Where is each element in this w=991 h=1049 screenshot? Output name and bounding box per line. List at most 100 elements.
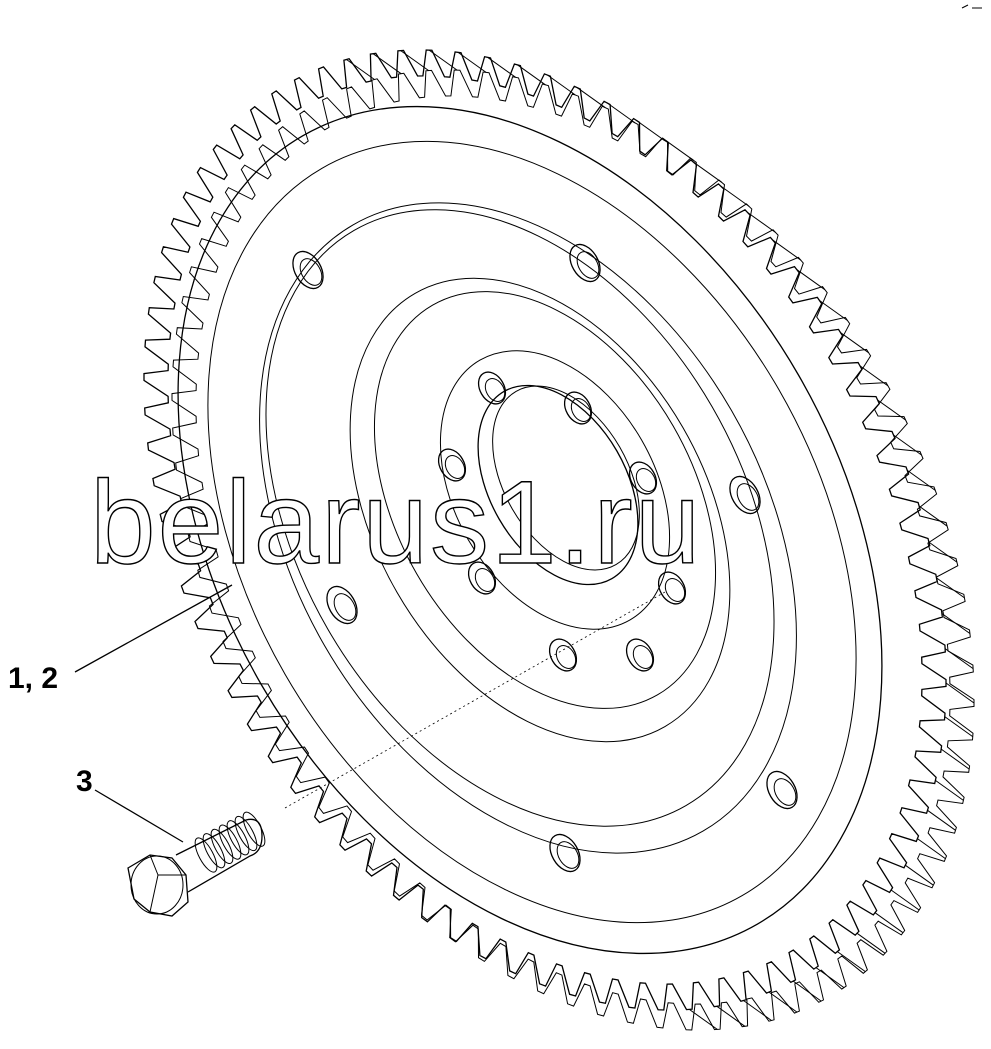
gear-threaded-hole-inner	[773, 778, 797, 806]
gear-tooth-face-edge	[747, 212, 776, 233]
gear-tooth-face-edge	[874, 912, 904, 934]
callout-label-1-2: 1, 2	[8, 662, 58, 695]
gear-tooth-face-edge	[837, 951, 866, 973]
gear-tooth-face-edge	[944, 716, 973, 738]
bolt-thread-ring	[242, 811, 266, 847]
gear-tooth-face-edge	[636, 120, 665, 141]
gear-hub-hole	[563, 391, 593, 425]
gear-tooth-face-edge	[665, 139, 694, 161]
gear-tooth-face-edge	[689, 1008, 718, 1030]
gear-tooth-face-edge	[856, 932, 886, 954]
gear-tooth-face-edge	[346, 59, 375, 80]
gear-wheel	[143, 49, 975, 1031]
gear-tooth-face-edge	[487, 56, 516, 78]
gear-hub-hole-inner	[664, 578, 686, 602]
bolt-thread-ring	[226, 820, 250, 856]
gear-tooth-face-edge	[772, 239, 802, 261]
gear-tooth-face-edge	[720, 185, 750, 207]
gear-tooth-face-edge	[893, 434, 922, 456]
gear-tooth-face-edge	[907, 469, 936, 491]
gear-hub-hole	[437, 448, 467, 482]
gear-tooth-face-edge	[877, 399, 906, 421]
gear-face-outer-ring	[177, 105, 883, 955]
bolt-hex-chamfer	[130, 855, 184, 915]
gear-threaded-hole-inner	[333, 593, 357, 621]
gear-tooth-face-edge	[936, 577, 965, 599]
gear-hub-hole-inner	[444, 455, 466, 479]
bolt-hex-head	[127, 854, 189, 917]
gear-tooth-face-edge	[941, 613, 971, 634]
callout-3: 3	[76, 765, 184, 843]
gear-tooth-face-edge	[577, 87, 606, 109]
bolt-hex-face-edge	[149, 854, 186, 913]
gear-hub-hole	[467, 561, 497, 595]
gear-hub-hole	[477, 371, 507, 405]
bolt-threads	[194, 811, 266, 873]
gear-tooth-face-edge	[928, 541, 958, 563]
gear-hub-hole-inner	[555, 645, 577, 669]
gear-tooth-face-edge	[905, 864, 934, 886]
gear-bore	[477, 384, 639, 586]
gear-hub-hole	[548, 638, 578, 672]
gear-tooth-face-edge	[918, 505, 948, 527]
assembly-axis-line	[284, 591, 666, 809]
gear-threaded-hole	[766, 770, 798, 810]
gear-threaded-hole	[549, 833, 581, 873]
gear-face-ring-6	[373, 291, 717, 709]
bolt-thread-ring	[202, 833, 226, 869]
gear-tooth-face-edge	[400, 50, 429, 72]
gear-threaded-hole-inner	[299, 258, 323, 286]
gear-threaded-hole	[569, 243, 601, 283]
gear-hub-hole-inner	[484, 378, 506, 402]
gear-threaded-hole	[729, 475, 761, 515]
gear-tooth-face-edge	[819, 300, 848, 321]
gear-threaded-hole-inner	[736, 483, 760, 511]
gear-face-ring-2	[207, 140, 857, 924]
gear-tooth-face-edge	[693, 161, 722, 183]
gear-hub-hole	[625, 638, 655, 672]
gear-tooth-face-edge	[792, 980, 822, 1002]
gear-tooth-front-profile	[143, 49, 947, 1011]
gear-tooth-face-edge	[796, 269, 826, 291]
bolt-thread-ring	[210, 828, 234, 864]
callout-1-2: 1, 2	[8, 584, 233, 695]
gear-tooth-face-edge	[917, 838, 946, 860]
gear-tooth-face-edge	[517, 64, 546, 86]
gear-tooth-back-profile	[171, 69, 975, 1031]
gear-tooth-face-edge	[859, 365, 889, 387]
gear-hub-hole	[657, 571, 687, 605]
gear-tooth-face-edge	[743, 1000, 772, 1021]
gear-hub-hole	[628, 461, 658, 495]
gear-face-ring-3	[259, 202, 797, 854]
gear-hub-hole-inner	[632, 645, 654, 669]
gear-tooth-face-edge	[944, 648, 974, 670]
gear-threaded-hole	[292, 250, 324, 290]
gear-tooth-face-edge	[606, 102, 636, 124]
corner-mark-icon	[961, 4, 982, 9]
watermark: belarus1.ru	[90, 457, 702, 589]
gear-teeth	[143, 49, 975, 1031]
gear-tooth-face-edge	[428, 49, 458, 71]
gear-hub-hole-inner	[474, 568, 496, 592]
callout-label-3: 3	[76, 765, 93, 798]
gear-holes	[292, 243, 798, 873]
gear-tooth-face-edge	[890, 889, 920, 911]
bolt	[127, 811, 266, 917]
gear-tooth-face-edge	[457, 51, 487, 73]
callout-leader-3	[94, 789, 184, 843]
gear-tooth-face-edge	[768, 991, 798, 1013]
gear-tooth-face-edge	[372, 53, 402, 75]
bolt-thread-ring	[194, 837, 218, 873]
gear-tooth-face-edge	[940, 748, 970, 770]
gear-tooth-face-edge	[547, 74, 576, 96]
gear-face-ring-5	[349, 277, 731, 743]
bolt-thread-ring	[218, 824, 242, 860]
gear-bore-inner-edge	[492, 385, 640, 571]
gear-tooth-face-edge	[815, 967, 845, 989]
gear-threaded-hole-inner	[576, 251, 600, 279]
callout-leader-1-2	[74, 584, 233, 673]
gear-face-ring-4	[265, 209, 775, 827]
bolt-thread-ring	[234, 815, 258, 852]
gear-tooth-face-edge	[716, 1005, 746, 1027]
